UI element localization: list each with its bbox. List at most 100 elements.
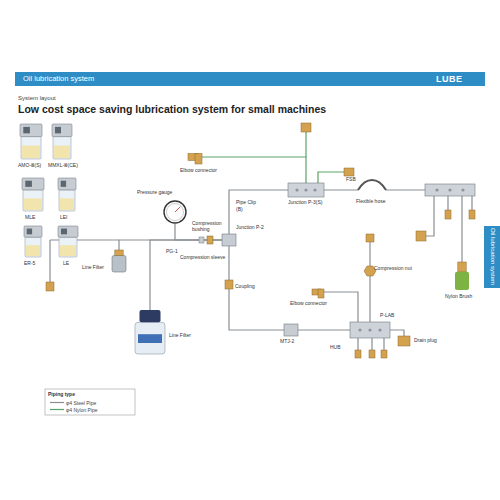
elbow-arm — [318, 289, 324, 298]
elbow-arm — [195, 154, 202, 165]
component-label: AMO-Ⅲ(S) — [18, 162, 41, 168]
part-label: (B) — [236, 206, 243, 212]
component-symbol — [112, 250, 126, 272]
pump-head — [22, 178, 44, 190]
pipe — [229, 190, 288, 234]
pump-tank — [53, 137, 71, 159]
fitting — [344, 168, 354, 176]
pipe — [324, 292, 358, 322]
nozzle — [469, 210, 475, 219]
filter-label — [138, 334, 162, 343]
pipe — [369, 242, 370, 266]
port — [295, 188, 298, 191]
pump-unit: MMXL-Ⅲ(CE) — [52, 124, 72, 160]
oil-level — [60, 245, 76, 256]
junction-body — [284, 324, 298, 336]
drain-plug: Drain plug — [398, 336, 410, 346]
oil-level — [26, 245, 40, 256]
legend-text: φ4 Nylon Pipe — [66, 407, 98, 413]
elbow-connector: Elbow connector — [188, 150, 202, 164]
page-title: Low cost space saving lubrication system… — [18, 103, 328, 115]
pressure-gauge: Pressure gauge — [163, 200, 187, 224]
oil-level — [54, 146, 70, 158]
gauge-face — [164, 201, 186, 223]
legend-line — [50, 409, 64, 410]
component-symbol — [20, 124, 42, 160]
oil-level — [24, 198, 42, 210]
component-symbol — [52, 124, 72, 160]
distributor-block: P-LAB — [350, 322, 390, 338]
component-label: P-LAB — [380, 312, 394, 318]
part-label: PG-1 — [166, 248, 178, 254]
component-symbol — [284, 324, 298, 336]
pipe — [229, 246, 284, 330]
component-symbol — [188, 150, 202, 164]
gauge-needle — [175, 207, 180, 212]
pump-tank — [59, 190, 75, 211]
component-symbol — [350, 322, 390, 338]
elbow-fitting — [416, 231, 426, 241]
pump-unit: LEI — [58, 178, 76, 212]
component-label: ER-5 — [24, 260, 35, 266]
nylon-pipe — [318, 172, 344, 183]
oil-level — [22, 146, 40, 158]
part-label: Compression bushing — [192, 220, 226, 232]
filter-cap — [140, 310, 161, 322]
junction: MTJ-2 — [284, 324, 298, 336]
pump-motor — [55, 127, 61, 133]
line-filter: Line Filter — [135, 310, 165, 354]
component-symbol — [163, 200, 187, 224]
gauge-scale — [167, 204, 184, 221]
legend-row: φ4 Steel Pipe — [50, 399, 98, 406]
component-symbol — [222, 234, 236, 246]
pipe — [202, 157, 306, 183]
pump-tank — [23, 190, 43, 211]
port — [435, 188, 438, 191]
filter-body — [135, 322, 165, 354]
pump-head — [58, 226, 78, 237]
hose-curve — [358, 180, 386, 190]
nozzle — [445, 210, 451, 219]
nylon-brush: Nylon Brush — [455, 262, 469, 290]
port — [358, 328, 361, 331]
oil-level — [60, 198, 74, 210]
part-label: Compression sleeve — [180, 254, 225, 260]
legend-text: φ4 Steel Pipe — [66, 400, 96, 406]
pump-motor — [61, 229, 67, 235]
component-symbol — [22, 178, 44, 212]
filter-body — [112, 256, 126, 273]
port — [378, 328, 381, 331]
line-filter: Line Filter — [112, 250, 126, 272]
header-band: Oil lubrication system — [15, 72, 485, 86]
component-symbol — [24, 226, 42, 258]
pipe — [390, 330, 404, 336]
nylon-pipe — [305, 131, 306, 157]
junction-body — [222, 234, 236, 246]
pipe — [324, 189, 358, 190]
component-label: LEI — [60, 214, 68, 220]
legend-sample — [50, 407, 64, 412]
pump-unit: LE — [58, 226, 78, 258]
fitting — [301, 123, 311, 132]
component-label: MLE — [25, 214, 35, 220]
component-label: MMXL-Ⅲ(CE) — [48, 162, 78, 168]
pipe — [298, 329, 350, 330]
component-label: Oil lubrication system — [23, 72, 485, 86]
component-label: Oil lubrication system — [489, 228, 496, 285]
pump-tank — [59, 237, 77, 257]
pipe — [369, 276, 370, 322]
distributor-block — [425, 184, 475, 196]
component-symbol — [312, 286, 324, 298]
part-label: FSB — [346, 176, 356, 182]
component-symbol — [288, 183, 324, 197]
legend: φ4 Steel Pipeφ4 Nylon Pipe — [50, 399, 98, 413]
port — [368, 328, 371, 331]
pipe — [150, 240, 222, 310]
component-label: Line Filter — [82, 264, 104, 270]
plug-body — [398, 336, 410, 346]
legend-line — [50, 402, 64, 403]
component-label: Nylon Brush — [445, 293, 472, 299]
pump-motor — [61, 181, 66, 187]
junction: Junction P-2 — [222, 234, 236, 246]
fitting — [366, 234, 374, 242]
